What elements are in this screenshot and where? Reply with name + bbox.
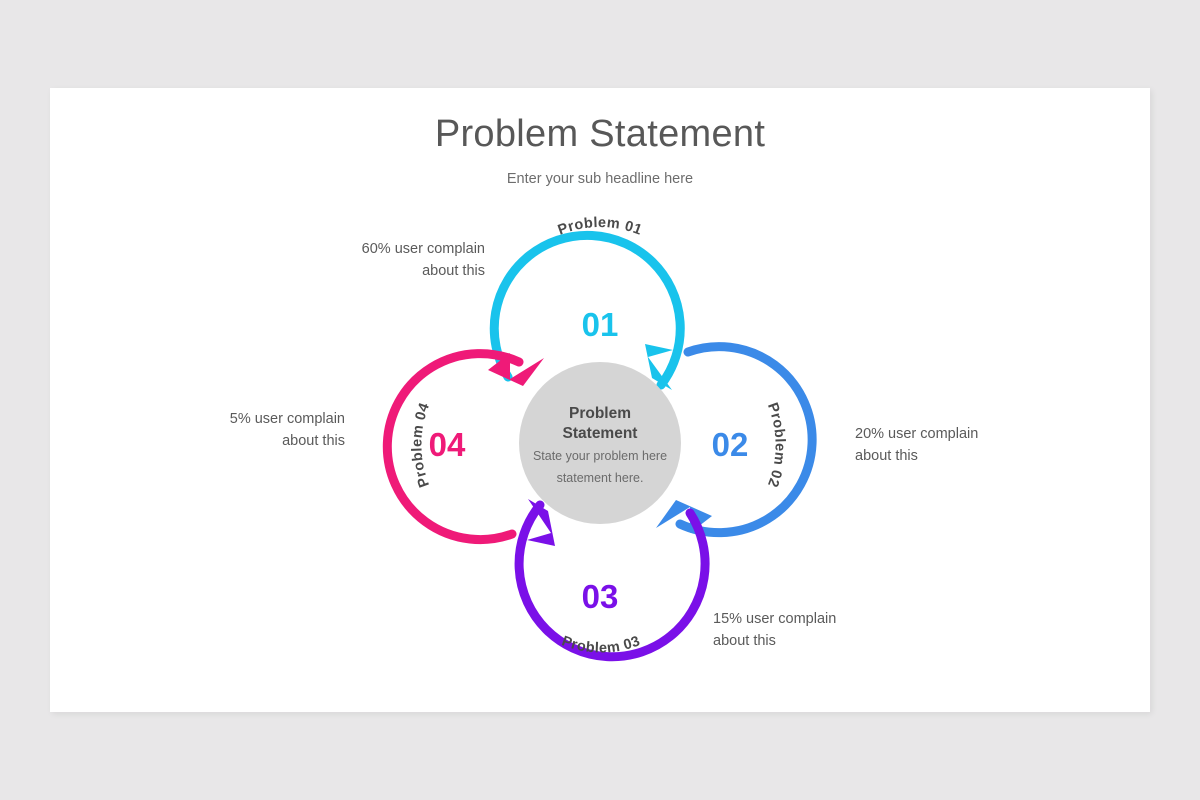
node-03-arc[interactable] <box>514 500 710 662</box>
center-description-line1: State your problem here <box>533 449 667 463</box>
callout-02-line2: about this <box>855 448 918 465</box>
center-title-line2: Statement <box>563 425 638 442</box>
node-04-curve-label: Problem 04 <box>409 401 433 490</box>
node-04-arc[interactable] <box>382 349 524 545</box>
callout-04: 5% user complain about this <box>175 408 345 453</box>
node-03-arrowhead <box>527 499 555 546</box>
page-title: Problem Statement <box>434 113 766 155</box>
node-04[interactable]: Problem 04 04 <box>382 349 544 545</box>
node-01[interactable]: Problem 01 01 <box>489 215 685 390</box>
callout-03-line2: about this <box>713 633 776 650</box>
center-circle <box>519 362 681 524</box>
node-03-number: 03 <box>582 578 619 615</box>
callout-04-line2: about this <box>282 433 345 450</box>
center-hub[interactable]: Problem Statement State your problem her… <box>519 362 681 524</box>
node-01-curve-label: Problem 01 <box>556 215 644 239</box>
callout-03: 15% user complain about this <box>713 608 903 653</box>
node-03[interactable]: Problem 03 03 <box>514 499 710 662</box>
node-02-number: 02 <box>712 426 749 463</box>
node-04-arrowhead <box>488 353 544 386</box>
center-title-line1: Problem <box>569 405 631 422</box>
center-description-line2: statement here. <box>557 471 644 485</box>
callout-02-line1: 20% user complain <box>855 426 979 442</box>
node-01-arc[interactable] <box>489 230 685 390</box>
node-01-arrowhead <box>645 344 673 390</box>
callout-03-line1: 15% user complain <box>713 611 837 627</box>
node-04-number: 04 <box>429 426 466 463</box>
page-subtitle: Enter your sub headline here <box>506 171 694 187</box>
callout-04-line1: 5% user complain <box>229 411 345 427</box>
node-01-number: 01 <box>582 306 619 343</box>
node-03-curve-label: Problem 03 <box>560 633 643 656</box>
callout-01: 60% user complain about this <box>300 238 485 283</box>
callout-01-line2: about this <box>422 263 485 280</box>
callout-02: 20% user complain about this <box>855 423 1045 468</box>
callout-01-line1: 60% user complain <box>361 241 485 257</box>
node-02-curve-label: Problem 02 <box>764 401 788 490</box>
node-02-arc[interactable] <box>675 342 817 538</box>
